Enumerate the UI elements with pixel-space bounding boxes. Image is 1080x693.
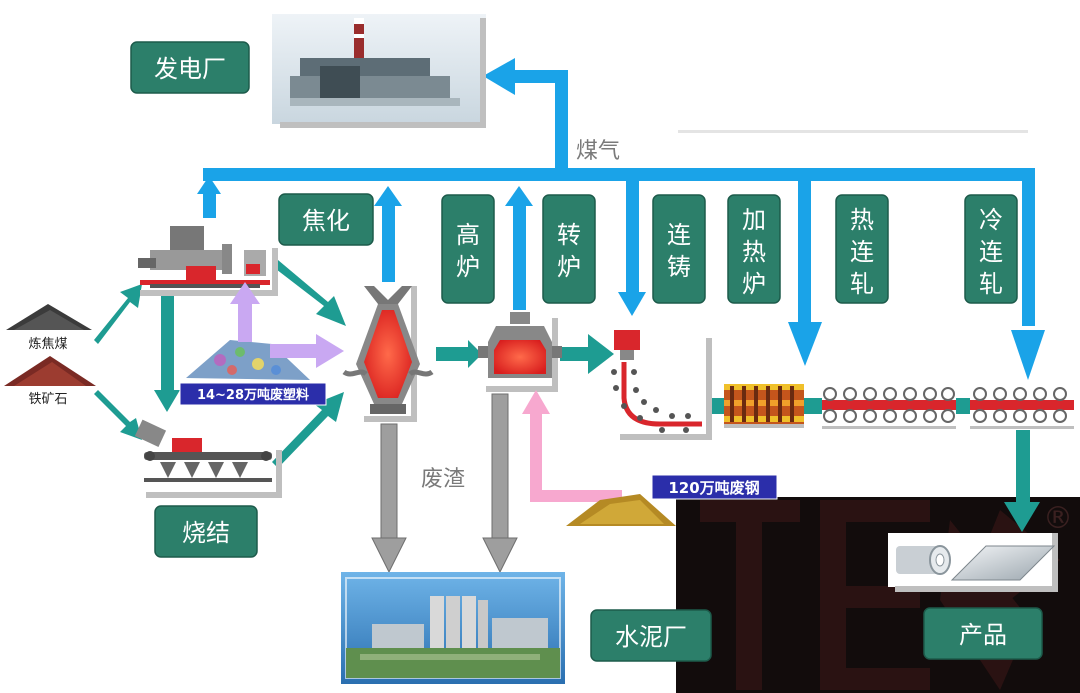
scrap-flow [522, 390, 622, 502]
power-plant-picture [272, 14, 486, 128]
gas-up-conv-stem [513, 200, 526, 310]
label-hot-rolling: 热连轧 [835, 194, 889, 304]
flow-coke-to-bf [272, 260, 346, 326]
continuous-casting-icon [611, 330, 712, 440]
scrap-up-stem [530, 408, 542, 500]
label-cement-plant: 水泥厂 [590, 609, 712, 662]
material-flow [94, 260, 1040, 532]
blast-furnace-icon [342, 286, 434, 422]
gas-riser [555, 76, 568, 174]
plastic-right-stem [270, 344, 318, 358]
hot-rolling-mill-icon [822, 387, 956, 429]
svg-text:加热炉: 加热炉 [742, 206, 766, 298]
scrap-steel-tag: 120万吨废钢 [651, 474, 778, 500]
svg-text:发电厂: 发电厂 [154, 55, 226, 83]
plastic-up-stem [238, 298, 252, 342]
svg-text:高炉: 高炉 [456, 221, 480, 281]
scrap-steel-pile [566, 494, 676, 526]
slag-conv-stem [491, 393, 509, 541]
iron-ore-pile: 铁矿石 [4, 356, 96, 407]
label-coking: 焦化 [278, 193, 374, 246]
coking-plant-icon [138, 226, 278, 296]
label-converter: 转炉 [542, 194, 596, 304]
label-sintering: 烧结 [154, 505, 258, 558]
gas-up-sinter-head [197, 176, 221, 194]
flow-to-sintering [94, 390, 142, 440]
flow-reheat-to-hot [804, 398, 822, 414]
plastic-up-head [230, 282, 260, 304]
svg-text:烧结: 烧结 [182, 519, 230, 547]
reheating-furnace-icon [724, 384, 804, 428]
gas-down-reheat-stem [798, 176, 811, 326]
sintering-machine-icon [134, 419, 282, 498]
flow-sinter-to-bf [272, 392, 344, 468]
product-picture [888, 533, 1058, 592]
gas-down-reheat-head [788, 322, 822, 366]
label-product: 产品 [923, 607, 1043, 660]
svg-text:铁矿石: 铁矿石 [28, 392, 67, 407]
svg-text:焦化: 焦化 [302, 207, 350, 235]
svg-text:炼焦煤: 炼焦煤 [28, 337, 67, 352]
waste-plastic-pile [186, 340, 310, 380]
flow-to-product-head [1004, 502, 1040, 532]
flow-conv-to-cast-head [588, 334, 614, 374]
slag-annotation: 废渣 [421, 467, 465, 492]
gas-up-bf-head [374, 186, 402, 206]
waste-plastic-tag: 14~28万吨废塑料 [179, 382, 327, 406]
gas-up-conv-head [505, 186, 533, 206]
gas-up-bf-stem [382, 200, 395, 282]
flow-coke-down-stem [161, 296, 174, 394]
gas-main-line [203, 168, 1035, 181]
svg-text:连铸: 连铸 [667, 221, 691, 281]
cold-rolling-mill-icon [970, 387, 1074, 429]
svg-text:热连轧: 热连轧 [850, 206, 874, 298]
svg-text:转炉: 转炉 [557, 221, 581, 281]
flow-bf-to-conv-stem [436, 347, 472, 361]
cement-plant-picture [341, 572, 565, 684]
scrap-up-head [522, 390, 550, 414]
decor-line [678, 130, 1028, 133]
flow-conv-to-cast-stem [560, 347, 590, 361]
gas-annotation: 煤气 [576, 139, 620, 164]
gas-down-cast-head [618, 292, 646, 316]
slag-bf-head [371, 537, 407, 574]
plastic-right-head [316, 334, 344, 368]
slag-bf-stem [380, 423, 398, 541]
slag-conv-head [482, 537, 518, 574]
flow-coke-down-head [154, 390, 180, 412]
scrap-horizontal [530, 490, 622, 502]
slag-flow [371, 393, 518, 574]
gas-down-cold-stem [1022, 176, 1035, 326]
gas-arrow-power-plant [483, 58, 515, 95]
gas-down-cold-head [1011, 330, 1045, 380]
svg-text:水泥厂: 水泥厂 [615, 623, 687, 651]
flow-bf-to-conv-head [468, 340, 482, 368]
label-cold-rolling: 冷连轧 [964, 194, 1018, 304]
flow-hot-to-cold [956, 398, 970, 414]
svg-text:产品: 产品 [959, 621, 1007, 649]
label-reheating: 加热炉 [727, 194, 781, 304]
registered-mark: ® [1043, 501, 1073, 536]
gas-to-power [510, 70, 568, 83]
coking-coal-pile: 炼焦煤 [6, 304, 92, 352]
converter-icon [478, 312, 562, 392]
gas-up-sinter-stem [203, 188, 216, 218]
svg-text:120万吨废钢: 120万吨废钢 [668, 479, 759, 497]
gas-network [197, 58, 1045, 380]
gas-down-cast-stem [626, 176, 639, 296]
svg-text:冷连轧: 冷连轧 [979, 206, 1003, 298]
label-casting: 连铸 [652, 194, 706, 304]
label-power-plant: 发电厂 [130, 41, 250, 94]
flow-to-coking [94, 284, 142, 344]
label-blast-furnace: 高炉 [441, 194, 495, 304]
plastic-flow [230, 282, 344, 368]
svg-text:14~28万吨废塑料: 14~28万吨废塑料 [197, 387, 309, 403]
flow-to-product-stem [1016, 430, 1030, 508]
